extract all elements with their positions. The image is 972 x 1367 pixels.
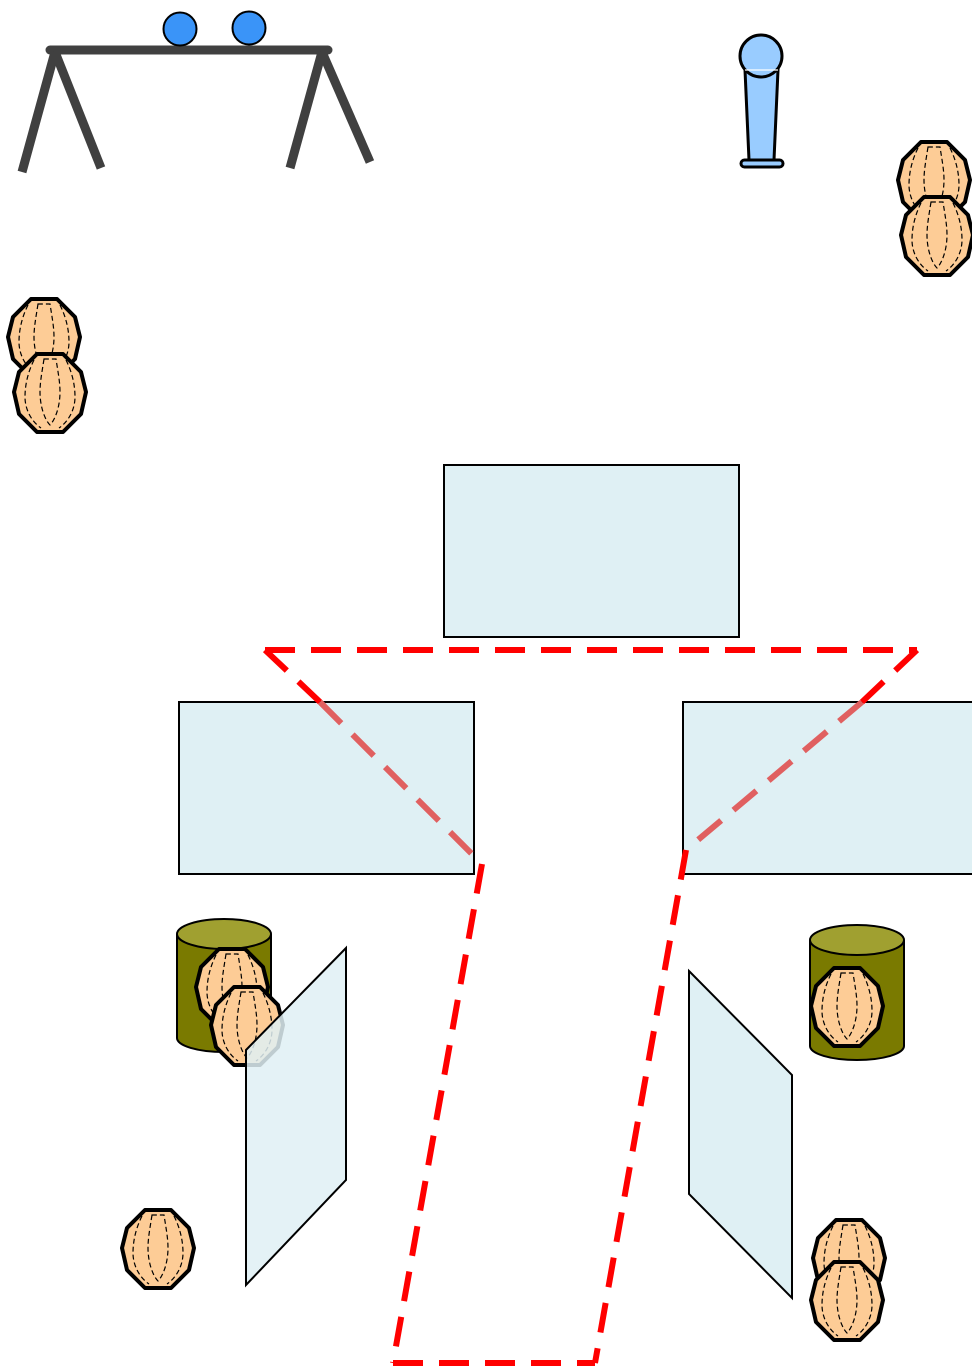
- glass-panel-bottom-left: [245, 945, 347, 1288]
- glass-panel-middle-left: [178, 701, 475, 875]
- glass-panel-top: [443, 464, 740, 638]
- person-head-icon: [809, 966, 885, 1048]
- glass-panel-middle-right: [682, 701, 972, 875]
- person-head-icon: [809, 1260, 885, 1342]
- truss-light-left-icon: [162, 11, 198, 47]
- person-head-icon: [899, 195, 972, 277]
- lighting-truss-icon: [17, 10, 375, 174]
- person-head-icon: [12, 352, 88, 434]
- person-head-icon: [120, 1208, 196, 1290]
- truss-light-right-icon: [231, 10, 267, 46]
- microphone-stand-icon: [738, 33, 785, 169]
- glass-panel-bottom-right: [688, 968, 793, 1301]
- camera-path-icon: [262, 647, 920, 1366]
